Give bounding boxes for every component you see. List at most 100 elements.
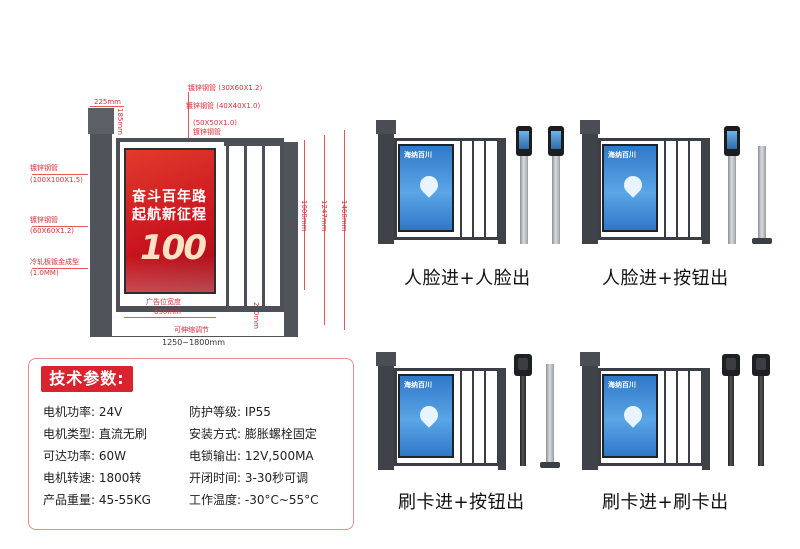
ad-title: 海纳百川 [608,151,636,159]
spec-value: 45-55KG [98,493,151,507]
gate-left-post [90,108,112,336]
spec-key: 电机功率: [43,405,96,419]
gate-post [378,122,394,244]
face-terminal-icon [516,126,532,156]
gate-bar [664,370,666,464]
gate-bar [676,140,678,238]
spec-row: 电机功率: 24V [43,403,122,421]
water-drop-icon [620,172,646,198]
ad-line-1: 奋斗百年路 [132,189,207,205]
face-screen [551,131,561,149]
dim-pipe-50x50: (50X50X1.0) [193,119,237,127]
spec-value: 膨胀螺栓固定 [244,427,317,441]
ad-title: 海纳百川 [608,381,636,389]
ad-big-number: 100 [140,228,207,268]
pillar [758,146,766,244]
pillar [546,364,554,466]
spec-key: 产品重量: [43,493,96,507]
spec-row: 防护等级: IP55 [189,403,271,421]
dim-top-width: 225mm [94,98,121,106]
spec-row: 可达功率: 60W [43,447,126,465]
product-card-card: 海纳百川 刷卡进+刷卡出 [576,350,776,520]
reader-pad [726,358,736,370]
product-caption: 刷卡进+按钮出 [398,492,525,513]
spec-value: -30°C~55°C [244,493,319,507]
card-reader-icon [514,354,532,376]
dim-line-total-width [90,336,298,337]
spec-value: 直流无刷 [98,427,147,441]
spec-row: 电锁输出: 12V,500MA [189,447,314,465]
dim-left-post-label: 镀锌钢管 [30,164,58,172]
gate-right-post [498,368,506,470]
spec-row: 开闭时间: 3-30秒可调 [189,469,308,487]
gate-dimension-drawing: 225mm 185mm 镀锌钢管 (30X60X1.2) 镀锌钢管 (40X40… [28,80,368,350]
dim-pipe-30x60: 镀锌钢管 (30X60X1.2) [188,84,263,92]
gate-bar [472,370,474,464]
product-caption: 人脸进+人脸出 [404,268,531,289]
spec-key: 可达功率: [43,449,96,463]
gate-post [378,354,394,470]
gate-bar [484,370,486,464]
dim-left-frame-size: (60X60X1.2) [30,227,74,235]
top-blank-band [0,0,800,78]
dim-line-left-frame [32,226,88,227]
ad-wave-decoration [126,256,214,292]
gate-post [582,354,598,470]
dim-h-1247: 1247mm [320,200,328,232]
dim-h-1000: 1000mm [300,200,308,232]
dim-line-plate [32,268,88,269]
water-drop-icon [416,172,442,198]
dim-left-post-size: (100X100X1.5) [30,176,83,184]
product-face-face: 海纳百川 人脸进+人脸出 [372,118,572,289]
dim-ad-width: 650mm [154,308,181,316]
gate-post-cap [580,352,600,366]
blue-ad-panel: 海纳百川 [398,374,454,458]
dim-adjust-label: 可伸缩调节 [174,326,209,334]
dim-plate-size: (1.0MM) [30,269,59,277]
spec-value: 12V,500MA [244,449,314,463]
gate-bar [484,140,486,238]
gate-right-post [702,368,710,470]
card-reader-icon [752,354,770,376]
dim-line-ad-width [124,317,216,318]
spec-value: 1800转 [98,471,142,485]
dim-line-h1000 [304,140,305,290]
spec-card: 技术参数: 电机功率: 24V 电机类型: 直流无刷 可达功率: 60W 电机转… [28,358,354,530]
spec-key: 电机类型: [43,427,96,441]
spec-row: 安装方式: 膨胀螺栓固定 [189,425,317,443]
spec-row: 电机转速: 1800转 [43,469,141,487]
pillar [520,364,526,466]
gate-bar-1 [226,140,229,308]
dim-line-pipe1 [188,92,189,142]
gate-post-cap [580,120,600,134]
reader-pad [518,358,528,370]
dim-total-width: 1250~1800mm [162,338,226,347]
water-drop-icon [416,402,442,428]
gate-bar [664,140,666,238]
product-caption: 刷卡进+刷卡出 [602,492,729,513]
gate-bar [472,140,474,238]
face-screen [519,131,529,149]
ad-title: 海纳百川 [404,151,432,159]
reader-pad [756,358,766,370]
water-drop-icon [620,402,646,428]
gate-bar-2 [244,140,247,308]
face-screen [727,131,737,149]
gate-bottom-rail [116,306,284,312]
product-face-button: 海纳百川 人脸进+按钮出 [576,118,776,289]
gate-right-post [498,138,506,244]
gate-post-cap [376,352,396,366]
dim-ad-width-label: 广告位宽度 [146,298,181,306]
gate-bar [460,370,462,464]
blue-ad-panel: 海纳百川 [602,144,658,232]
dim-line-left-post [32,174,88,175]
spec-key: 防护等级: [189,405,242,419]
red-ad-panel: 奋斗百年路 起航新征程 100 [124,148,216,294]
gate-left-post-cap [88,108,114,134]
spec-key: 电机转速: [43,471,96,485]
spec-value: 3-30秒可调 [244,471,309,485]
product-caption: 人脸进+按钮出 [602,268,729,289]
gate-bar [688,140,690,238]
gate-bar-3 [262,140,265,308]
